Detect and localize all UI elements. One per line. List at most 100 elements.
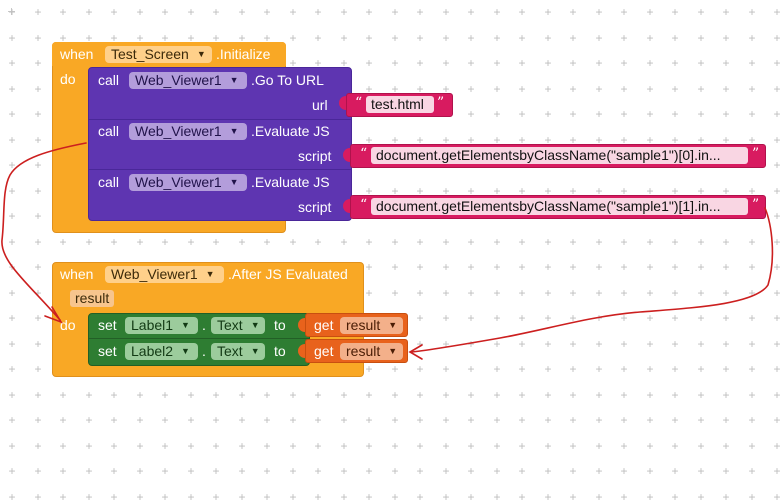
web-viewer-component-name: Web_Viewer1	[111, 266, 198, 282]
grid-plus-mark: +	[416, 260, 424, 274]
grid-plus-mark: +	[671, 31, 679, 45]
grid-plus-mark: +	[646, 337, 654, 351]
grid-plus-mark: +	[493, 464, 501, 478]
label1-component-name: Label1	[131, 317, 174, 333]
chevron-down-icon: ▼	[205, 269, 215, 279]
grid-plus-mark: +	[467, 235, 475, 249]
grid-plus-mark: +	[569, 337, 577, 351]
grid-plus-mark: +	[569, 56, 577, 70]
grid-plus-mark: +	[569, 439, 577, 453]
grid-plus-mark: +	[773, 107, 781, 121]
grid-plus-mark: +	[391, 413, 399, 427]
dot-separator: .	[202, 343, 206, 359]
web-viewer-component-dropdown[interactable]: Web_Viewer1▼	[129, 174, 247, 191]
grid-plus-mark: +	[314, 56, 322, 70]
grid-plus-mark: +	[365, 184, 373, 198]
grid-plus-mark: +	[620, 388, 628, 402]
result-variable-dropdown[interactable]: result▼	[340, 317, 403, 334]
grid-plus-mark: +	[85, 388, 93, 402]
grid-plus-mark: +	[773, 388, 781, 402]
url-text-value[interactable]: test.html	[366, 96, 434, 113]
grid-plus-mark: +	[416, 464, 424, 478]
when-label: when	[60, 266, 94, 282]
grid-plus-mark: +	[646, 286, 654, 300]
grid-plus-mark: +	[595, 56, 603, 70]
web-viewer-component-dropdown[interactable]: Web_Viewer1▼	[129, 123, 247, 140]
grid-plus-mark: +	[748, 490, 756, 504]
grid-plus-mark: +	[748, 31, 756, 45]
grid-plus-mark: +	[8, 260, 16, 274]
grid-plus-mark: +	[595, 413, 603, 427]
grid-plus-mark: +	[697, 260, 705, 274]
grid-plus-mark: +	[34, 490, 42, 504]
result-parameter[interactable]: result	[70, 290, 115, 307]
grid-plus-mark: +	[722, 5, 730, 19]
web-viewer-event-component-dropdown[interactable]: Web_Viewer1 ▼	[105, 266, 224, 283]
grid-plus-mark: +	[748, 184, 756, 198]
grid-plus-mark: +	[263, 388, 271, 402]
grid-plus-mark: +	[697, 311, 705, 325]
grid-plus-mark: +	[314, 464, 322, 478]
grid-plus-mark: +	[238, 490, 246, 504]
grid-plus-mark: +	[442, 184, 450, 198]
text-property-dropdown[interactable]: Text▼	[211, 343, 265, 360]
grid-plus-mark: +	[314, 413, 322, 427]
grid-plus-mark: +	[697, 56, 705, 70]
grid-plus-mark: +	[748, 260, 756, 274]
grid-plus-mark: +	[187, 439, 195, 453]
result-variable-dropdown[interactable]: result▼	[340, 343, 403, 360]
grid-plus-mark: +	[569, 107, 577, 121]
web-viewer-component-dropdown[interactable]: Web_Viewer1▼	[129, 72, 247, 89]
grid-plus-mark: +	[238, 388, 246, 402]
grid-plus-mark: +	[493, 413, 501, 427]
grid-plus-mark: +	[365, 235, 373, 249]
script-text-value-2[interactable]: document.getElementsbyClassName("sample1…	[371, 198, 748, 215]
grid-plus-mark: +	[442, 286, 450, 300]
set-label: set	[98, 343, 117, 359]
script-text-value-1[interactable]: document.getElementsbyClassName("sample1…	[371, 147, 748, 164]
grid-plus-mark: +	[773, 464, 781, 478]
grid-plus-mark: +	[620, 184, 628, 198]
socket-notch	[298, 344, 306, 358]
do-label: do	[60, 317, 76, 333]
grid-plus-mark: +	[697, 413, 705, 427]
label2-component-dropdown[interactable]: Label2▼	[125, 343, 198, 360]
grid-plus-mark: +	[467, 464, 475, 478]
grid-plus-mark: +	[544, 107, 552, 121]
grid-plus-mark: +	[187, 388, 195, 402]
web-viewer-component-name: Web_Viewer1	[135, 174, 222, 190]
grid-plus-mark: +	[595, 490, 603, 504]
socket-notch	[343, 199, 351, 213]
grid-plus-mark: +	[187, 31, 195, 45]
evaluate-js-method: .Evaluate JS	[251, 174, 330, 190]
grid-plus-mark: +	[569, 82, 577, 96]
evaluate-js-method: .Evaluate JS	[251, 123, 330, 139]
grid-plus-mark: +	[467, 337, 475, 351]
script-arg-label: script	[298, 199, 332, 215]
web-viewer-component-name: Web_Viewer1	[135, 123, 222, 139]
grid-plus-mark: +	[646, 362, 654, 376]
grid-plus-mark: +	[518, 464, 526, 478]
grid-plus-mark: +	[697, 490, 705, 504]
grid-plus-mark: +	[646, 490, 654, 504]
label1-component-dropdown[interactable]: Label1▼	[125, 317, 198, 334]
grid-plus-mark: +	[289, 439, 297, 453]
grid-plus-mark: +	[314, 235, 322, 249]
grid-plus-mark: +	[773, 235, 781, 249]
grid-plus-mark: +	[544, 413, 552, 427]
grid-plus-mark: +	[493, 184, 501, 198]
label2-component-name: Label2	[131, 343, 174, 359]
grid-plus-mark: +	[59, 464, 67, 478]
grid-plus-mark: +	[773, 5, 781, 19]
grid-plus-mark: +	[340, 31, 348, 45]
grid-plus-mark: +	[365, 464, 373, 478]
screen-component-dropdown[interactable]: Test_Screen▼	[105, 46, 212, 63]
grid-plus-mark: +	[620, 5, 628, 19]
grid-plus-mark: +	[34, 184, 42, 198]
grid-plus-mark: +	[34, 311, 42, 325]
grid-plus-mark: +	[365, 133, 373, 147]
text-property-dropdown[interactable]: Text▼	[211, 317, 265, 334]
grid-plus-mark: +	[8, 311, 16, 325]
grid-plus-mark: +	[8, 209, 16, 223]
grid-plus-mark: +	[442, 235, 450, 249]
